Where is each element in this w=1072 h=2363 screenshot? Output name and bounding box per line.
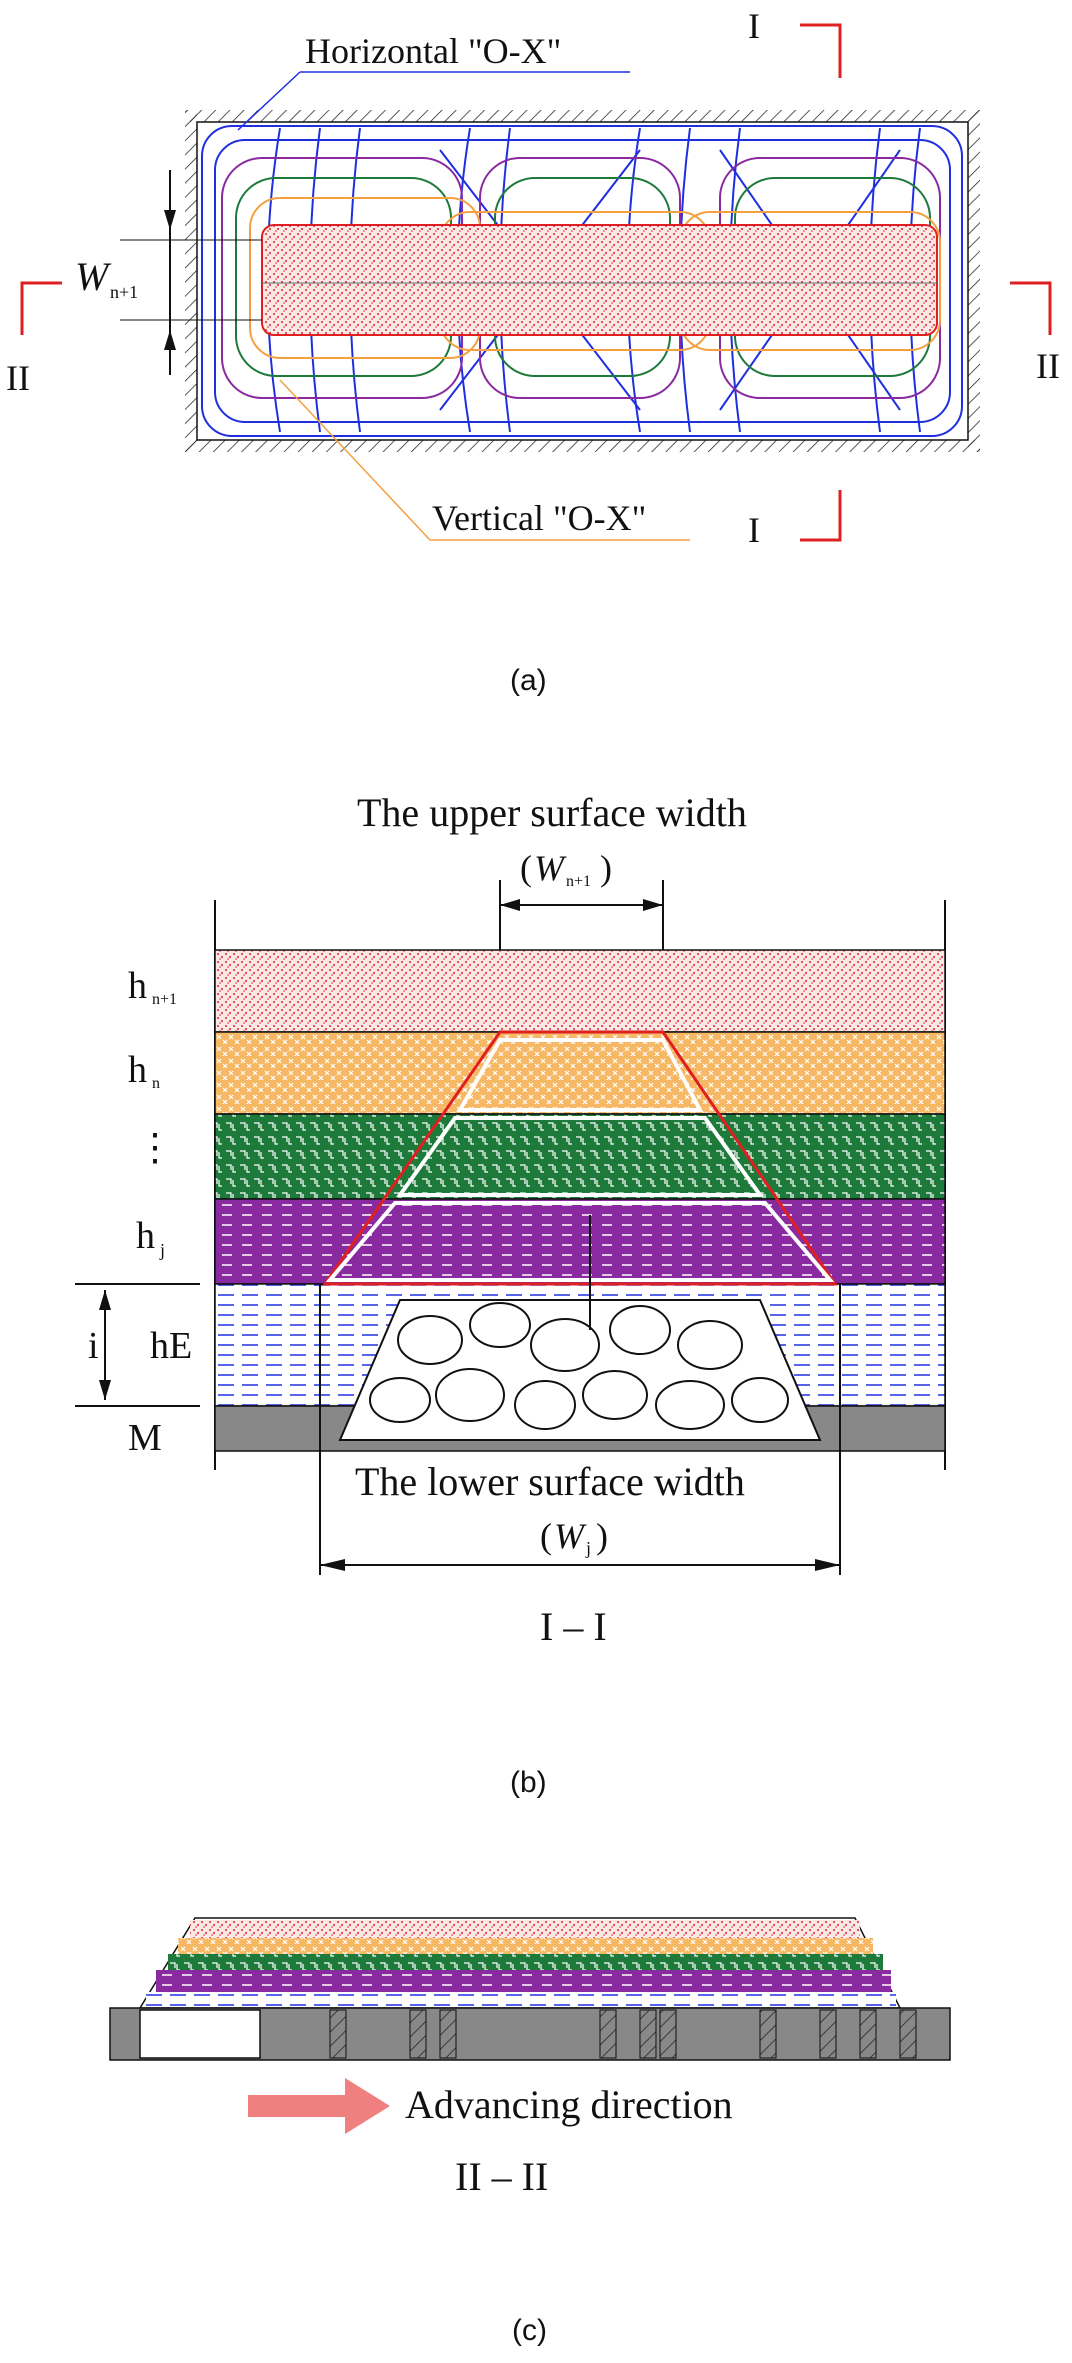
panel-a-plan-view: W n+1 I I II II Horizontal "O-X" Vertica… — [6, 6, 1060, 697]
section-label-I-I: I – I — [540, 1604, 607, 1649]
section-I-top: I — [748, 6, 760, 46]
sub-j: j — [159, 1240, 165, 1260]
profile-orange-layer — [178, 1938, 873, 1954]
upper-width-close: ) — [600, 848, 612, 888]
upper-width-open: ( — [520, 848, 532, 888]
advancing-label: Advancing direction — [405, 2082, 733, 2127]
label-M: M — [128, 1417, 162, 1459]
broken-block-orange — [456, 1038, 704, 1112]
red-core-zone — [261, 224, 938, 336]
lower-width-dimension — [319, 1284, 841, 1575]
i-dimension — [75, 1283, 200, 1407]
profile-working-face — [139, 2009, 261, 2059]
profile-green-layer — [168, 1954, 883, 1970]
width-subscript: n+1 — [110, 282, 138, 302]
upper-width-subscript: n+1 — [566, 873, 591, 890]
hatch-top — [185, 110, 980, 122]
lower-width-symbol: W — [554, 1516, 587, 1556]
label-h-j: h — [136, 1215, 155, 1257]
lower-width-subscript: j — [585, 1538, 591, 1558]
sub-n-plus-1: n+1 — [152, 991, 177, 1008]
layer-h-n-plus-1 — [214, 949, 946, 1033]
width-symbol: W — [75, 254, 112, 299]
broken-zone-boundary — [322, 1030, 838, 1286]
caption-b: (b) — [510, 1766, 547, 1799]
caption-c: (c) — [512, 2314, 547, 2347]
label-h-n: h — [128, 1049, 147, 1091]
label-ellipsis: ⋮ — [136, 1127, 174, 1169]
lower-width-label: The lower surface width — [355, 1459, 745, 1504]
label-horizontal-ox: Horizontal "O-X" — [305, 31, 561, 71]
section-I-bottom: I — [748, 510, 760, 550]
horizontal-leader — [237, 71, 301, 131]
broken-block-purple — [325, 1201, 835, 1282]
caption-a: (a) — [510, 664, 547, 697]
label-i: i — [88, 1325, 99, 1367]
advancing-arrow — [248, 2078, 390, 2134]
lower-width-close: ) — [596, 1516, 608, 1556]
vertical-leader — [279, 379, 431, 541]
section-II-left: II — [6, 358, 30, 398]
broken-block-green — [396, 1116, 764, 1197]
label-h-n-plus-1: h — [128, 965, 147, 1007]
section-label-II-II: II – II — [455, 2154, 548, 2199]
section-II-right: II — [1036, 346, 1060, 386]
upper-width-symbol: W — [534, 848, 567, 888]
upper-width-label: The upper surface width — [357, 790, 747, 835]
sub-n: n — [152, 1075, 160, 1092]
lower-width-open: ( — [540, 1516, 552, 1556]
width-dimension — [120, 170, 262, 375]
blue-contour-inner — [214, 139, 951, 423]
panel-b-section-I-I: The upper surface width ( W n+1 ) — [75, 790, 946, 1799]
hatch-right — [968, 110, 980, 452]
rubble-stones — [369, 1302, 789, 1430]
profile-purple-layer — [156, 1970, 891, 1992]
label-vertical-ox: Vertical "O-X" — [432, 498, 646, 538]
section-markers — [20, 23, 1052, 542]
hatch-left — [185, 110, 197, 452]
blue-contour-outer — [201, 125, 963, 437]
profile-red-layer — [190, 1920, 860, 1938]
label-hE: hE — [150, 1325, 192, 1367]
panel-c-section-II-II: Advancing direction II – II (c) — [109, 1917, 951, 2347]
profile-blue-layer — [146, 1992, 896, 2006]
profile-pillars — [329, 2009, 917, 2059]
hatch-bottom — [185, 440, 980, 452]
